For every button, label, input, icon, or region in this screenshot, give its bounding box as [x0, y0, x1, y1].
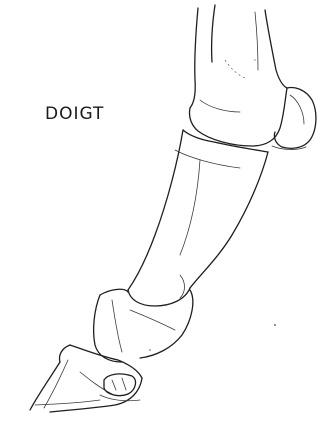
sesamoid-bone	[272, 88, 316, 150]
third-phalanx	[30, 345, 142, 412]
upper-bone	[189, 5, 287, 146]
sketch-specks	[149, 59, 276, 350]
first-phalanx	[128, 130, 268, 306]
figure-label: DOIGT	[45, 104, 104, 124]
